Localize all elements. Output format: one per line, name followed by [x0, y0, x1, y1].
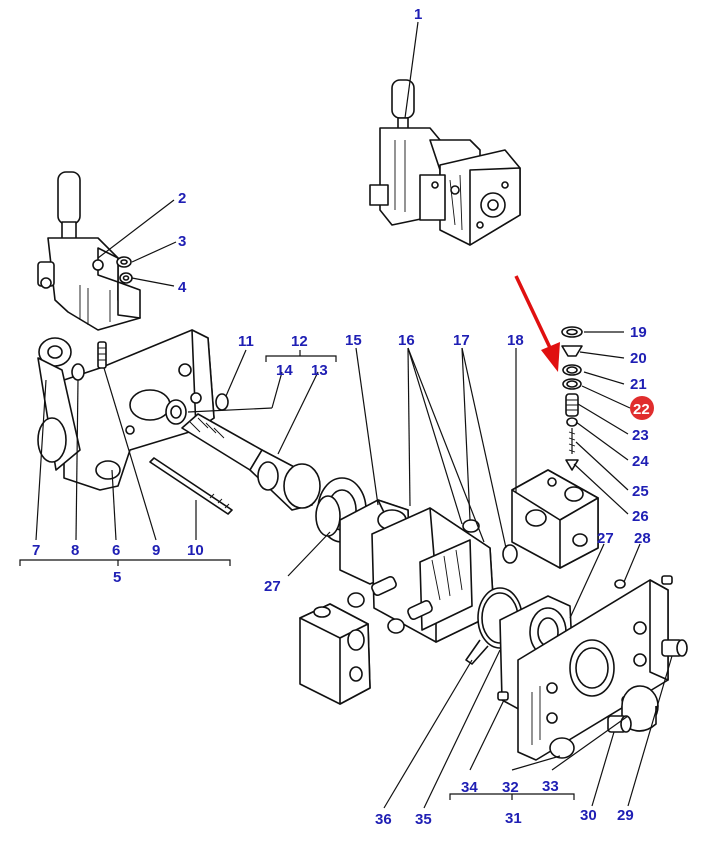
- rear-cover-assembly-part-31: [499, 579, 669, 761]
- drive-shaft-part-13: [181, 413, 321, 511]
- label-part-18: 18: [507, 332, 524, 349]
- label-part-26: 26: [632, 508, 649, 525]
- label-part-11: 11: [238, 333, 254, 350]
- label-part-31: 31: [505, 810, 522, 827]
- label-part-22: 22: [633, 401, 650, 418]
- label-part-8: 8: [71, 542, 79, 559]
- valve-assembly-complete: [369, 79, 521, 246]
- seal-part-14: [165, 399, 187, 425]
- leader-lines: [35, 21, 673, 809]
- label-part-5: 5: [113, 569, 121, 586]
- gear-set-part-16: [371, 507, 495, 643]
- label-part-30: 30: [580, 807, 597, 824]
- label-part-9: 9: [152, 542, 160, 559]
- label-part-34: 34: [461, 779, 478, 796]
- label-part-20: 20: [630, 350, 647, 367]
- highlight-arrow: [514, 275, 560, 372]
- label-part-23: 23: [632, 427, 649, 444]
- label-part-17: 17: [453, 332, 470, 349]
- highlight-marker-part-22: [630, 396, 654, 420]
- nut-part-3: [116, 256, 132, 268]
- clips-part-17: [347, 519, 518, 634]
- label-part-1: 1: [414, 6, 422, 23]
- label-part-6: 6: [112, 542, 120, 559]
- gear-shafts: [371, 576, 433, 620]
- label-part-21: 21: [630, 376, 647, 393]
- label-part-10: 10: [187, 542, 204, 559]
- label-part-29: 29: [617, 807, 634, 824]
- screw-part-34: [497, 691, 509, 701]
- label-part-36: 36: [375, 811, 392, 828]
- group-brackets: [19, 350, 575, 800]
- fitting-part-30: [607, 715, 632, 733]
- label-part-16: 16: [398, 332, 415, 349]
- label-part-2: 2: [178, 190, 186, 207]
- control-lever-block: [37, 171, 141, 331]
- part-labels: 1 2 3 4 5 6 7 8 9 10 11 12 13 14 15 16 1…: [32, 6, 654, 828]
- label-part-35: 35: [415, 811, 432, 828]
- label-part-19: 19: [630, 324, 647, 341]
- screw-part-28: [614, 575, 673, 589]
- label-part-25: 25: [632, 483, 649, 500]
- label-part-12: 12: [291, 333, 308, 350]
- label-part-24: 24: [632, 453, 649, 470]
- label-part-14: 14: [276, 362, 293, 379]
- fitting-part-29: [661, 639, 688, 657]
- label-part-32: 32: [502, 779, 519, 796]
- valve-stack-parts-19-26: [561, 326, 583, 471]
- label-part-4: 4: [178, 279, 187, 296]
- label-part-33: 33: [542, 778, 559, 795]
- label-part-3: 3: [178, 233, 186, 250]
- washer-part-4: [119, 272, 133, 284]
- label-part-13: 13: [311, 362, 328, 379]
- label-part-7: 7: [32, 542, 40, 559]
- small-valve-block: [299, 603, 371, 705]
- label-part-28: 28: [634, 530, 651, 547]
- label-part-27-upper: 27: [264, 578, 281, 595]
- label-part-15: 15: [345, 332, 362, 349]
- label-part-27-right: 27: [597, 530, 614, 547]
- circlip-part-11: [215, 393, 229, 411]
- relief-valve-body-part-18: [511, 469, 599, 569]
- left-housing-assembly: [37, 329, 233, 515]
